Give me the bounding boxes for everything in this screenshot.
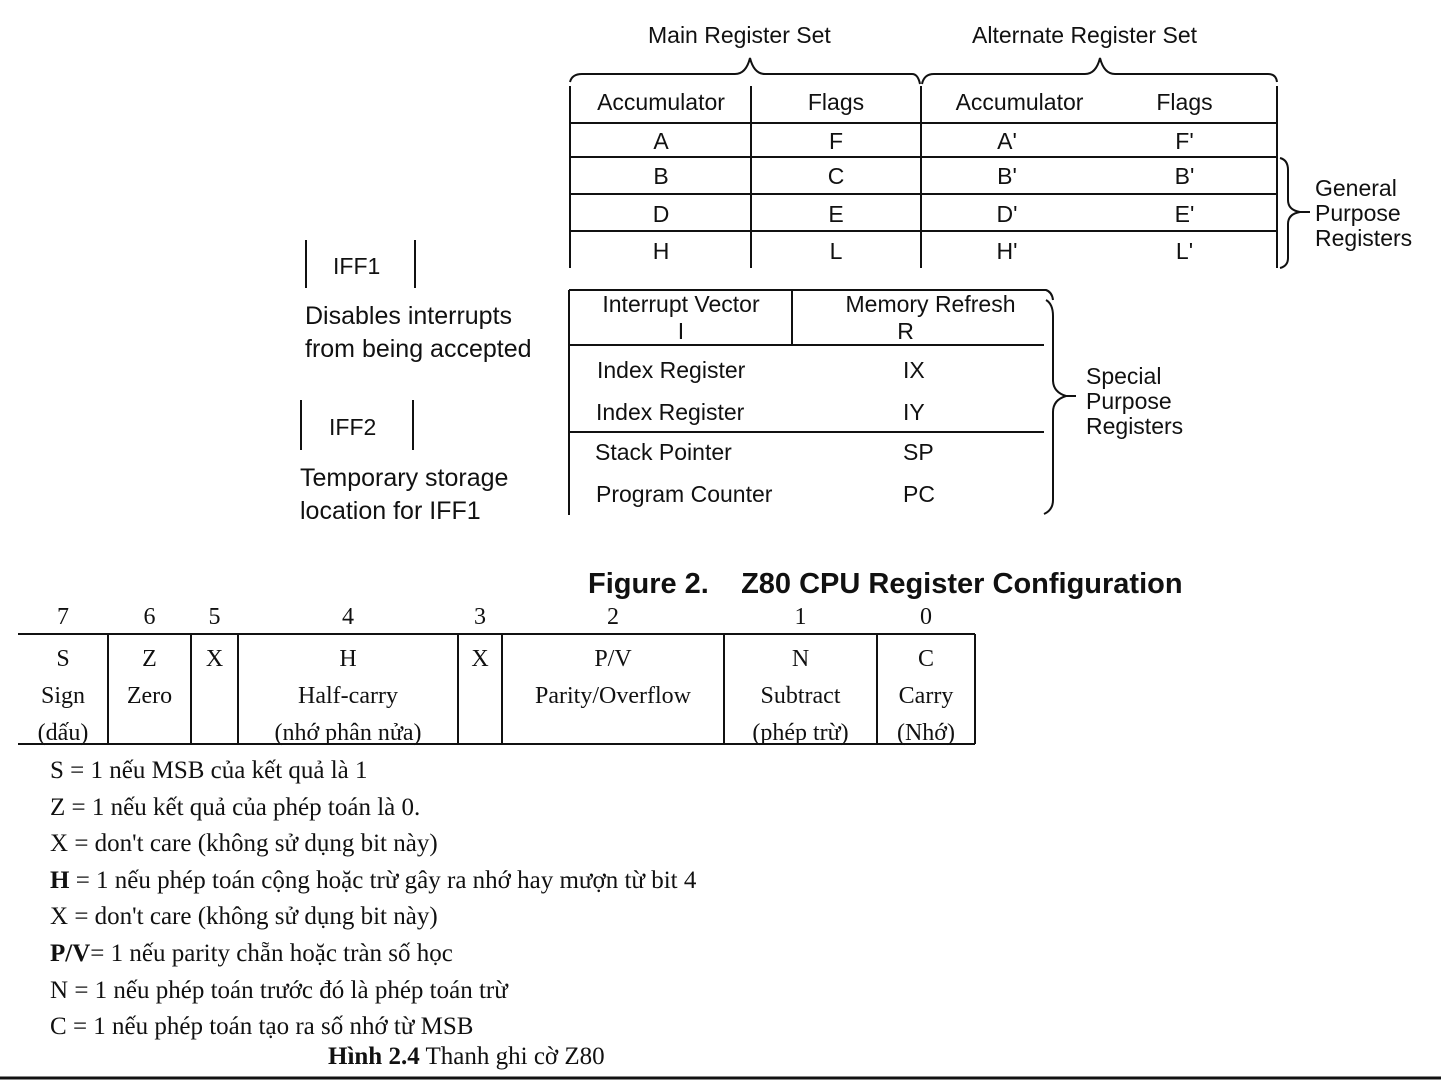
bit-number: 5 <box>208 604 221 630</box>
register-d: D <box>652 201 670 227</box>
header-accumulator-alt: Accumulator <box>955 89 1084 115</box>
register-a-alt: A' <box>997 128 1017 154</box>
register-a: A <box>653 128 669 154</box>
register-b-alt: B' <box>997 163 1017 189</box>
main-set-brace <box>569 57 921 85</box>
register-f: F <box>828 128 844 154</box>
main-register-set-label: Main Register Set <box>648 22 831 48</box>
register-c: C <box>827 163 845 189</box>
special-purpose-registers-label: Special Purpose Registers <box>1086 363 1184 439</box>
stack-pointer-name: Stack Pointer <box>595 439 732 465</box>
alternate-register-set-label: Alternate Register Set <box>972 22 1198 48</box>
flag-note: Z = 1 nếu kết quả của phép toán là 0. <box>50 793 421 821</box>
stack-pointer: SP <box>903 439 934 465</box>
header-accumulator-main: Accumulator <box>597 89 725 115</box>
register-f-alt: F' <box>1175 128 1194 154</box>
memory-refresh-cell: Memory Refresh R <box>845 291 1016 344</box>
program-counter-name: Program Counter <box>596 481 773 507</box>
register-e: E <box>828 201 844 227</box>
flag-cell-unused-5: X <box>205 646 224 672</box>
register-l-alt: L' <box>1175 238 1194 264</box>
register-h-alt: H' <box>996 238 1018 264</box>
register-e-alt: E' <box>1174 201 1195 227</box>
flag-note: C = 1 nếu phép toán tạo ra số nhớ từ MSB <box>50 1013 474 1041</box>
register-d-alt: D' <box>996 201 1018 227</box>
iff1-description: Disables interrupts from being accepted <box>305 302 532 363</box>
bit-number: 0 <box>920 604 932 630</box>
register-l: L <box>829 238 843 264</box>
figure-caption: Figure 2. Z80 CPU Register Configuration <box>588 568 1183 600</box>
bit-number: 2 <box>607 604 619 630</box>
index-register-iy-name: Index Register <box>596 399 745 425</box>
bit-number: 7 <box>57 604 69 630</box>
alternate-set-brace <box>921 57 1278 85</box>
index-register-ix: IX <box>903 357 925 383</box>
index-register-ix-name: Index Register <box>597 357 746 383</box>
header-flags-alt: Flags <box>1156 89 1213 115</box>
flag-notes: S = 1 nếu MSB của kết quả là 1 Z = 1 nếu… <box>50 753 696 1046</box>
register-h: H <box>652 238 670 264</box>
iff2-label: IFF2 <box>329 414 377 440</box>
bit-number: 1 <box>794 604 807 630</box>
flag-note: S = 1 nếu MSB của kết quả là 1 <box>50 757 368 784</box>
program-counter: PC <box>903 481 935 507</box>
index-register-iy: IY <box>903 399 925 425</box>
flag-note: P/V= 1 nếu parity chẵn hoặc tràn số học <box>50 939 453 967</box>
flag-note: X = don't care (không sử dụng bit này) <box>50 903 438 931</box>
bit-number: 4 <box>342 604 354 630</box>
bit-number: 3 <box>474 604 486 630</box>
flag-note: H = 1 nếu phép toán cộng hoặc trừ gây ra… <box>50 866 697 894</box>
general-purpose-brace <box>1279 157 1301 269</box>
flag-cell-unused-3: X <box>471 646 489 672</box>
register-c-alt: B' <box>1174 163 1195 189</box>
flag-register-caption: Hình 2.4 Thanh ghi cờ Z80 <box>328 1043 605 1070</box>
general-purpose-registers-label: General Purpose Registers <box>1315 175 1413 251</box>
bit-number: 6 <box>143 604 156 630</box>
interrupt-vector-cell: Interrupt Vector I <box>602 291 760 344</box>
register-b: B <box>653 163 669 189</box>
iff1-label: IFF1 <box>333 253 381 279</box>
header-flags-main: Flags <box>807 89 865 115</box>
iff2-description: Temporary storage location for IFF1 <box>300 464 509 525</box>
flag-note: X = don't care (không sử dụng bit này) <box>50 830 438 858</box>
flag-note: N = 1 nếu phép toán trước đó là phép toá… <box>50 976 508 1004</box>
